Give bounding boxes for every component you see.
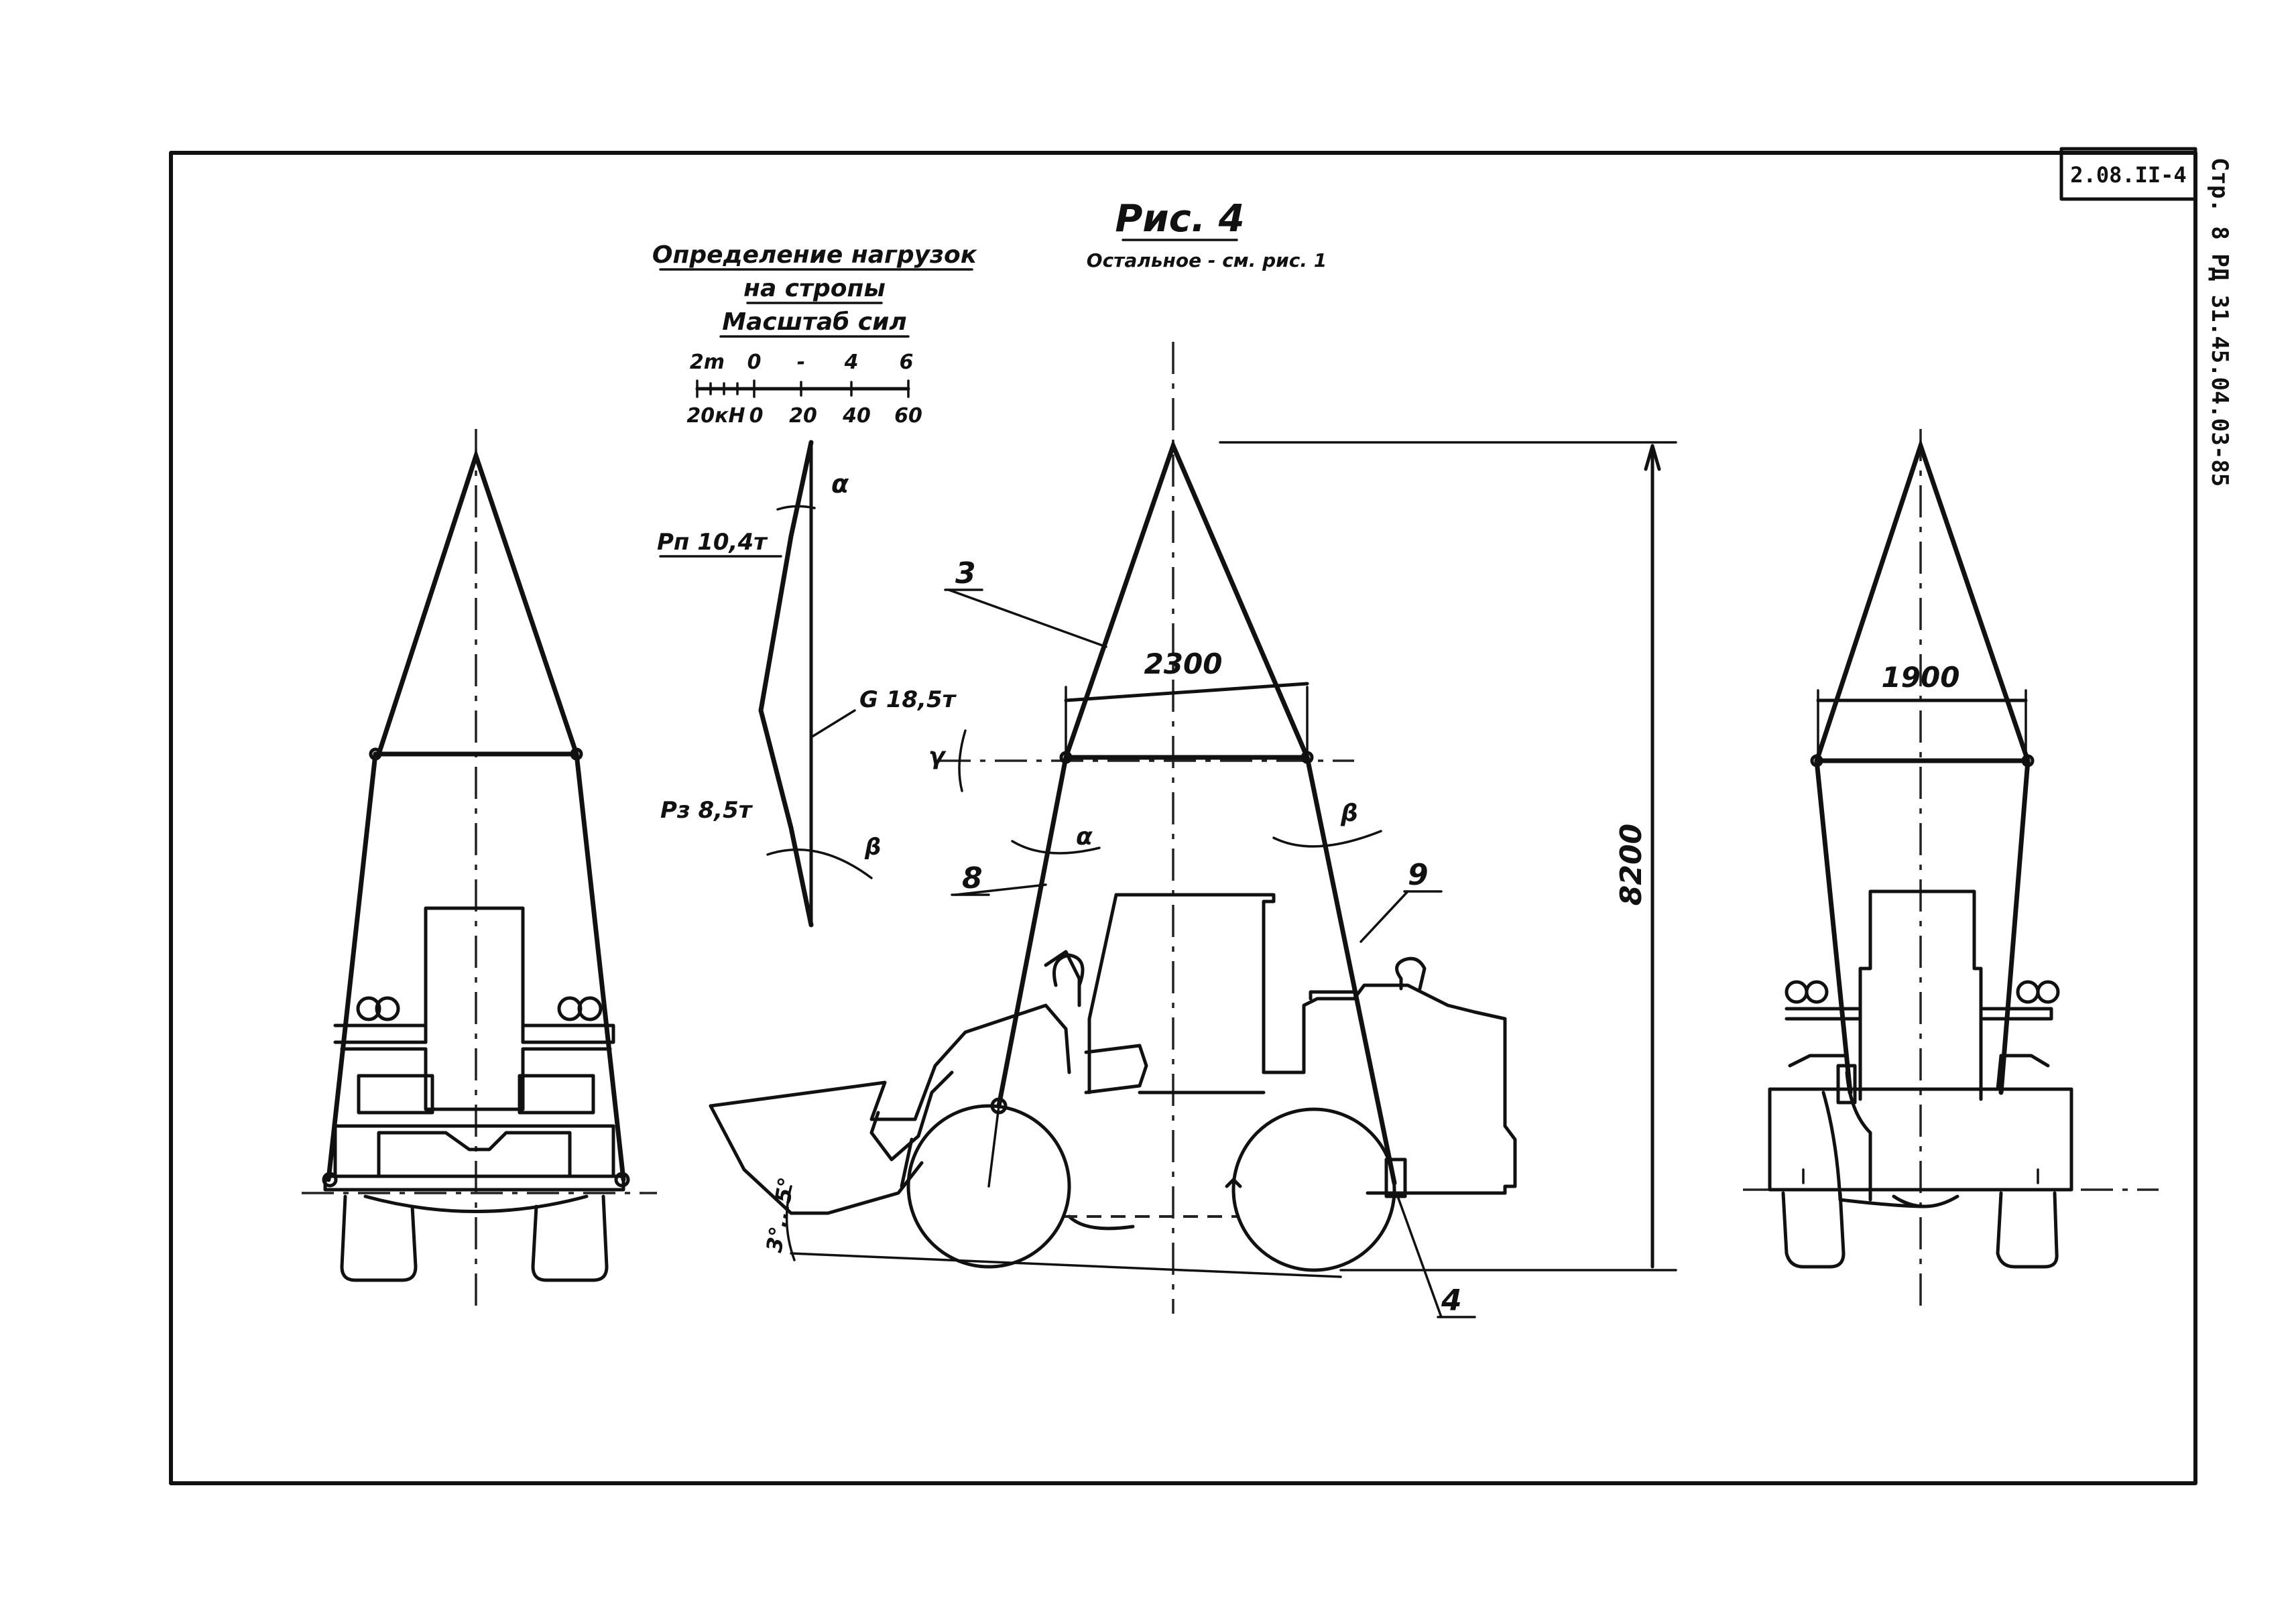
scale-bottom-label-0: 20кН <box>686 404 745 428</box>
svg-text:β: β <box>864 834 881 861</box>
force-pz-label: Pз 8,5т <box>660 797 753 824</box>
scale-top-label-3: 4 <box>844 351 859 374</box>
scale-bottom-label-3: 40 <box>842 404 871 428</box>
angle-alpha-side: α <box>1076 823 1093 851</box>
dim-width-rear: 1900 <box>1882 661 1960 694</box>
heading-line1: Определение нагрузок <box>652 241 978 269</box>
sheet-code: 2.08.II-4 <box>2070 162 2186 188</box>
angle-gamma-side: γ <box>928 743 947 770</box>
sheet-frame <box>169 151 2197 1485</box>
force-g-label: G 18,5т <box>859 686 957 713</box>
scale-top-label-0: 2m <box>690 351 725 374</box>
heading-line3: Масштаб сил <box>722 308 906 336</box>
rear-view: 1900 <box>1743 429 2159 1314</box>
callout-8: 8 <box>962 861 983 895</box>
scale-bottom-label-1: 0 <box>749 404 764 428</box>
figure-title: Рис. 4 <box>1115 197 1244 241</box>
callout-3: 3 <box>955 556 976 590</box>
scale-bottom-label-2: 20 <box>789 404 817 428</box>
force-polygon: α β Pп 10,4т G 18,5т Pз 8,5т <box>657 440 957 928</box>
heading-line2: на стропы <box>743 275 886 302</box>
scale-bottom-label-4: 60 <box>894 404 922 428</box>
scale-top-label-2: - <box>797 351 805 374</box>
side-view: 2300 γ α β 8200 3°...5° <box>709 342 1677 1314</box>
sheet-code-box <box>2059 147 2197 201</box>
front-view <box>302 429 657 1314</box>
figure-note: Остальное - см. рис. 1 <box>1087 249 1327 271</box>
angle-beta-side: β <box>1340 800 1358 827</box>
callout-9: 9 <box>1408 858 1429 892</box>
dim-height: 8200 <box>1614 824 1648 906</box>
callout-4: 4 <box>1441 1284 1462 1318</box>
force-scale-bar: 2m 0 - 4 6 20кН 0 20 40 60 <box>686 351 922 428</box>
side-stamp: Стр. 8 РД 31.45.04.03-85 <box>2206 158 2233 487</box>
callouts: 3 8 9 4 <box>944 556 1476 1318</box>
scale-top-label-1: 0 <box>747 351 762 374</box>
svg-text:α: α <box>831 469 849 499</box>
dim-width-side: 2300 <box>1144 647 1223 680</box>
scale-top-label-4: 6 <box>900 351 914 374</box>
force-pn-label: Pп 10,4т <box>657 529 768 556</box>
